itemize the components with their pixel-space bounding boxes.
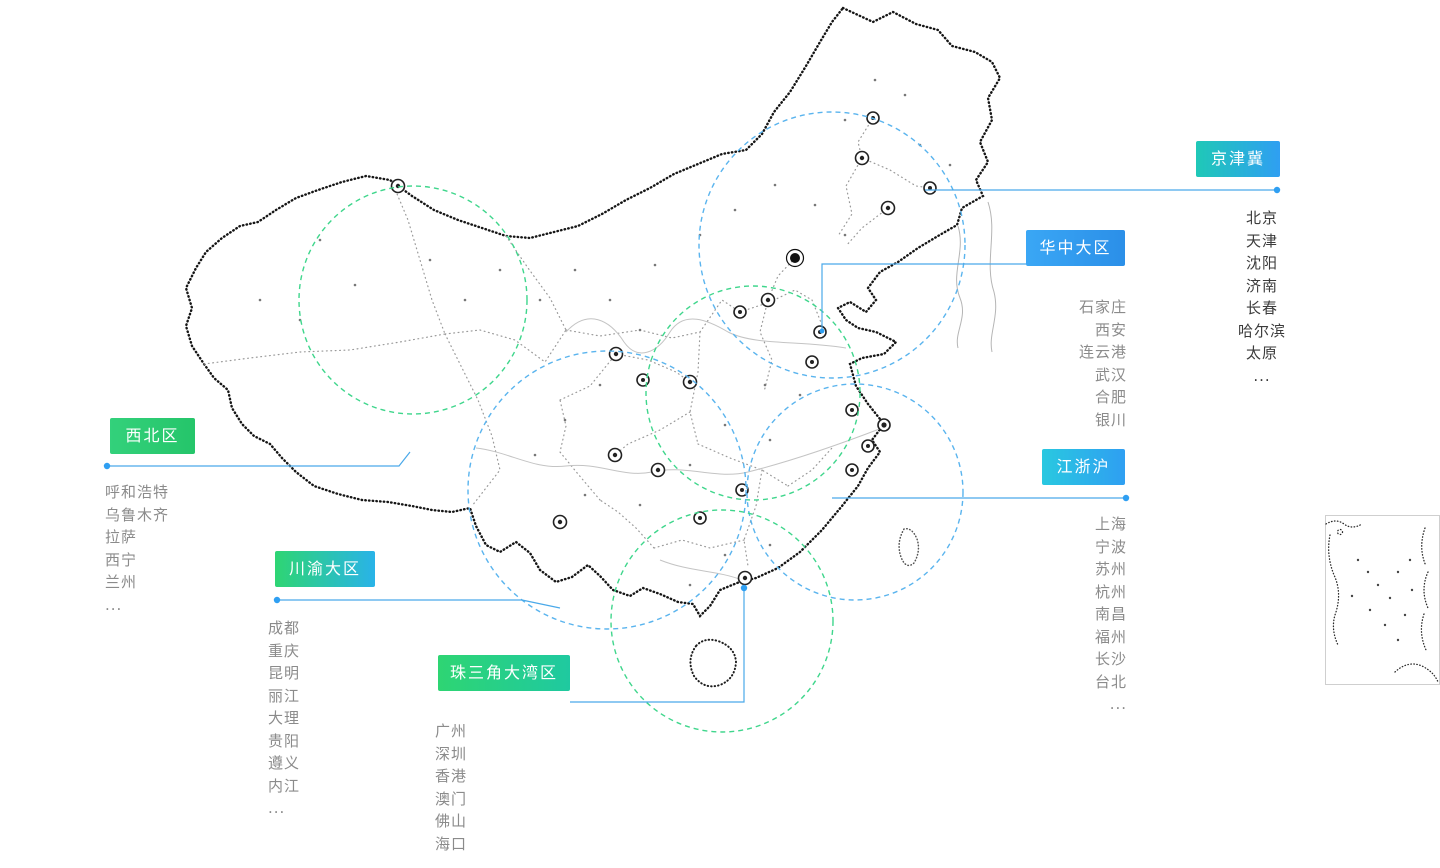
city-item: 遵义	[268, 754, 301, 772]
city-list-jiangzhehu: 上海 宁波 苏州 杭州 南昌 福州 长沙 台北 ...	[1027, 513, 1127, 716]
city-list-chuanyu: 成都 重庆 昆明 丽江 大理 贵阳 遵义 内江 ...	[268, 617, 300, 820]
hainan-island	[689, 638, 738, 688]
city-item: 北京	[1245, 209, 1278, 227]
leader-lines	[103, 186, 1281, 703]
circle-zhusanjiao	[610, 509, 834, 733]
city-item: 苏州	[1094, 560, 1127, 578]
city-item: 兰州	[105, 573, 138, 591]
circle-chuanyu	[467, 350, 747, 630]
city-item: ...	[105, 595, 123, 614]
region-badge-jiangzhehu[interactable]: 江浙沪	[1042, 449, 1125, 485]
city-item: 呼和浩特	[105, 483, 170, 501]
city-item: 太原	[1245, 344, 1278, 362]
rivers	[475, 201, 997, 581]
region-circles	[298, 111, 966, 733]
city-list-zhusanjiao: 广州 深圳 香港 澳门 佛山 海口 ...	[435, 720, 467, 868]
circle-huazhong	[645, 285, 861, 501]
city-item: 武汉	[1094, 365, 1127, 384]
city-item: 海口	[435, 834, 468, 853]
china-outline	[184, 6, 1002, 688]
city-list-xibei: 呼和浩特 乌鲁木齐 拉萨 西宁 兰州 ...	[105, 481, 169, 616]
town-dots	[258, 78, 952, 587]
city-item: 福州	[1094, 627, 1127, 646]
province-borders	[203, 117, 931, 567]
city-item: 西宁	[105, 550, 138, 569]
region-badge-chuanyu[interactable]: 川渝大区	[275, 551, 375, 587]
city-item: 贵阳	[268, 731, 301, 750]
city-item: ...	[268, 799, 286, 817]
circle-jingjinji	[698, 111, 966, 379]
city-item: 长沙	[1094, 650, 1127, 668]
city-item: 大理	[268, 709, 301, 727]
circle-jiangzhehu	[746, 383, 964, 601]
city-item: 昆明	[268, 664, 301, 682]
region-badge-xibei[interactable]: 西北区	[110, 418, 195, 454]
city-list-huazhong: 石家庄 西安 连云港 武汉 合肥 银川	[1027, 296, 1127, 431]
city-item: 济南	[1245, 276, 1278, 295]
city-item: 沈阳	[1245, 254, 1278, 272]
city-item: 内江	[268, 776, 301, 795]
region-badge-huazhong[interactable]: 华中大区	[1026, 230, 1125, 266]
beijing-marker	[785, 248, 805, 268]
taiwan-island	[898, 527, 920, 567]
city-item: 宁波	[1094, 537, 1127, 556]
city-item: ...	[435, 857, 453, 868]
city-item: 澳门	[435, 789, 468, 808]
leader-zhusanjiao	[570, 589, 745, 703]
south-china-sea-inset	[1325, 515, 1440, 685]
city-item: 合肥	[1094, 388, 1127, 406]
city-item: 哈尔滨	[1237, 321, 1286, 340]
city-item: 天津	[1245, 231, 1278, 250]
city-list-jingjinji: 北京 天津 沈阳 济南 长春 哈尔滨 太原 ...	[1196, 207, 1328, 387]
leader-huazhong	[821, 263, 1026, 330]
city-item: 深圳	[435, 744, 468, 763]
city-item: 广州	[435, 722, 468, 740]
city-item: 长春	[1245, 299, 1278, 317]
city-item: 石家庄	[1078, 298, 1127, 316]
city-item: 连云港	[1078, 343, 1127, 361]
city-item: 佛山	[435, 812, 468, 830]
city-item: 香港	[435, 767, 468, 785]
city-item: 西安	[1094, 320, 1127, 339]
city-item: ...	[1109, 695, 1127, 713]
city-item: 乌鲁木齐	[105, 505, 170, 524]
region-badge-jingjinji[interactable]: 京津冀	[1196, 141, 1280, 177]
leader-xibei	[107, 451, 411, 467]
neighbour-coastline	[956, 201, 997, 353]
city-markers	[390, 111, 937, 586]
city-item: 成都	[268, 619, 301, 637]
circle-xibei	[298, 185, 528, 415]
city-item: 银川	[1094, 410, 1127, 429]
city-item: 台北	[1094, 672, 1127, 691]
city-item: 上海	[1094, 515, 1127, 533]
city-item: 杭州	[1094, 582, 1127, 601]
city-item: 拉萨	[105, 528, 138, 546]
city-item: 丽江	[268, 686, 301, 705]
city-item: ...	[1253, 366, 1271, 385]
city-item: 重庆	[268, 641, 301, 660]
region-badge-zhusanjiao[interactable]: 珠三角大湾区	[438, 655, 570, 691]
city-item: 南昌	[1094, 605, 1127, 623]
leader-chuanyu	[277, 599, 561, 609]
